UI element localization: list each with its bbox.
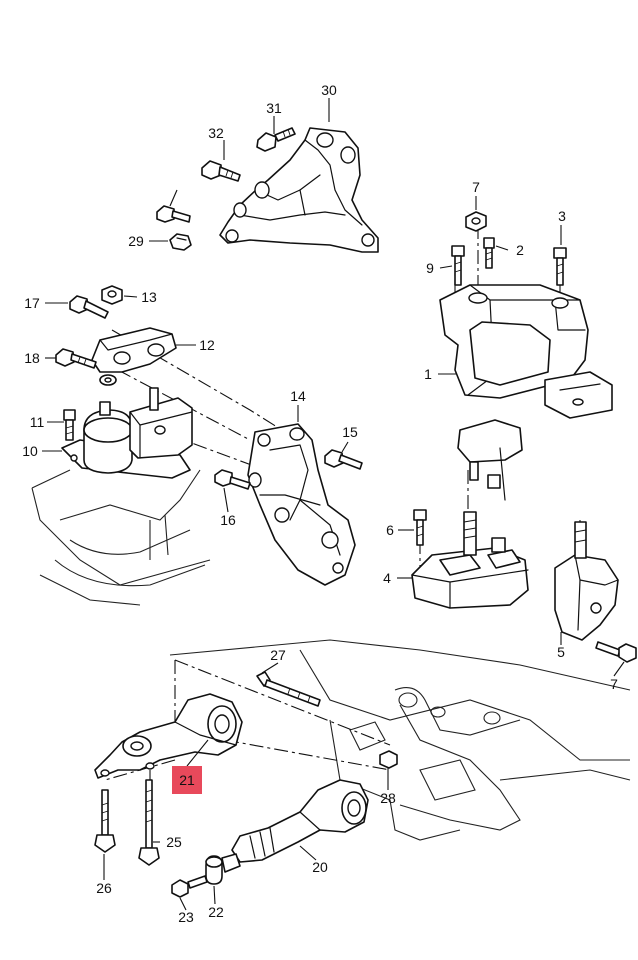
callout-3: 3: [558, 208, 566, 224]
bolt-25: [94, 789, 116, 853]
callouts: 30 31 32 29 7 2 3 9 1 13 17 12 18 11 10 …: [22, 82, 618, 925]
washer-stack: [99, 374, 117, 386]
bolt-18: [55, 348, 97, 369]
callout-29: 29: [128, 233, 144, 249]
engine-bracket-28: [219, 127, 379, 253]
bolt-17: [69, 295, 109, 319]
callout-22: 22: [208, 904, 224, 920]
callout-14: 14: [290, 388, 306, 404]
callout-20: 20: [312, 859, 328, 875]
callout-21-highlight: [172, 766, 202, 794]
mount-4: [411, 511, 529, 609]
callout-9: 9: [426, 260, 434, 276]
subframe-outline: [169, 639, 631, 841]
callout-10: 10: [22, 443, 38, 459]
bolt-24: [138, 779, 160, 866]
nut-8: [465, 211, 487, 232]
callout-23: 23: [178, 909, 194, 925]
callout-25: 26: [96, 880, 112, 896]
callout-26: 27: [270, 647, 286, 663]
callout-1: 1: [424, 366, 432, 382]
vehicle-body-outline: [31, 469, 211, 606]
bracket-14: [247, 423, 356, 586]
callout-8: 7: [472, 179, 480, 195]
callout-5: 5: [557, 644, 565, 660]
bolt-16: [214, 469, 251, 490]
callout-17: 17: [24, 295, 40, 311]
callout-31: 32: [208, 125, 224, 141]
callout-15: 15: [342, 424, 358, 440]
bracket-5: [554, 521, 619, 641]
callout-18: 18: [24, 350, 40, 366]
bolt-30: [256, 127, 296, 152]
bolt-29: [169, 233, 192, 251]
callout-6: 6: [386, 522, 394, 538]
leader-lines: [42, 98, 625, 911]
callout-12: 12: [199, 337, 215, 353]
bolt-32: [156, 205, 191, 223]
callout-13: 13: [141, 289, 157, 305]
bolt-7: [595, 641, 637, 663]
callout-11: 11: [30, 414, 45, 430]
callout-21: 21: [179, 772, 195, 788]
nut-27: [379, 750, 398, 769]
bolt-6: [413, 509, 427, 546]
bracket-12: [91, 327, 177, 373]
bolt-3: [553, 247, 567, 286]
bolt-23: [171, 875, 208, 898]
left-mount-10: [61, 387, 193, 479]
callout-30: 31: [266, 100, 282, 116]
torque-arm-20: [231, 779, 369, 863]
bolt-11: [63, 409, 76, 441]
callout-4: 4: [383, 570, 391, 586]
callout-2: 2: [516, 242, 524, 258]
bolt-9: [451, 245, 465, 286]
callout-28: 30: [321, 82, 337, 98]
torque-arm-21: [94, 693, 243, 779]
callout-27: 28: [380, 790, 396, 806]
callout-7: 7: [610, 676, 618, 692]
bolt-15: [324, 449, 363, 470]
callout-16: 16: [220, 512, 236, 528]
bolt-31: [201, 160, 241, 182]
callout-24: 25: [166, 834, 182, 850]
bushing-22: [205, 853, 241, 885]
bolt-2: [483, 237, 495, 269]
nut-13: [101, 285, 123, 305]
mount-1: [439, 284, 613, 501]
bolt-26: [256, 671, 321, 707]
